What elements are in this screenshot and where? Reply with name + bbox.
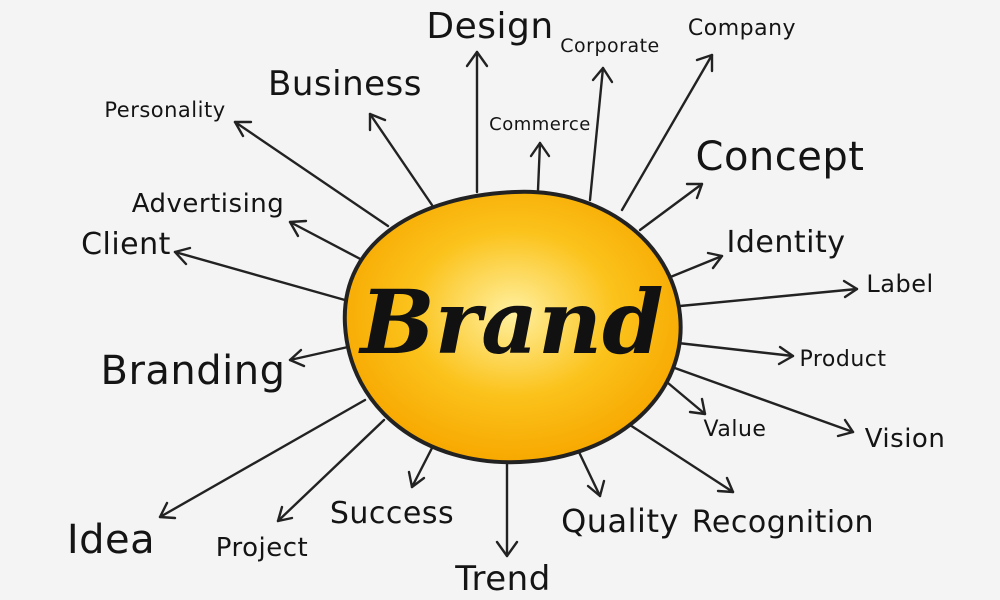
arrow-quality [576,448,606,498]
term-branding: Branding [101,348,286,394]
connector-arrows [158,50,859,558]
term-personality: Personality [104,98,225,122]
term-identity: Identity [727,225,846,260]
term-labels: Design Corporate Company Business Person… [67,6,945,599]
arrow-corporate [588,66,614,202]
arrow-advertising [288,219,368,264]
term-idea: Idea [67,517,155,563]
term-corporate: Corporate [560,35,659,57]
arrow-design [465,50,489,194]
arrow-client [173,246,354,304]
central-node-label: Brand [357,270,663,374]
arrow-vision [670,365,855,438]
central-node-shape [342,189,683,465]
arrow-commerce [529,141,551,192]
arrow-personality [233,120,390,228]
arrow-company [620,53,714,212]
term-commerce: Commerce [489,114,591,135]
central-node: Brand [342,189,683,465]
arrow-recognition [628,423,735,494]
arrow-project [276,418,386,523]
term-trend: Trend [454,559,551,599]
term-label: Label [866,270,933,298]
arrow-branding [288,345,350,368]
arrow-value [666,381,707,416]
term-advertising: Advertising [132,189,285,219]
arrow-concept [638,182,704,232]
term-project: Project [216,533,308,563]
arrow-success [407,446,434,489]
term-business: Business [268,64,422,104]
term-vision: Vision [865,424,946,454]
arrow-product [676,341,795,366]
term-design: Design [426,6,553,47]
arrow-identity [666,251,724,280]
term-value: Value [704,417,767,442]
term-client: Client [81,227,171,262]
term-company: Company [688,16,796,41]
term-quality: Quality [561,502,679,540]
arrow-label [678,279,859,308]
term-product: Product [799,347,886,372]
term-success: Success [330,496,454,531]
arrow-business [368,112,434,207]
arrow-trend [495,458,519,558]
term-concept: Concept [696,134,865,180]
arrow-idea [158,398,367,520]
term-recognition: Recognition [692,505,874,540]
